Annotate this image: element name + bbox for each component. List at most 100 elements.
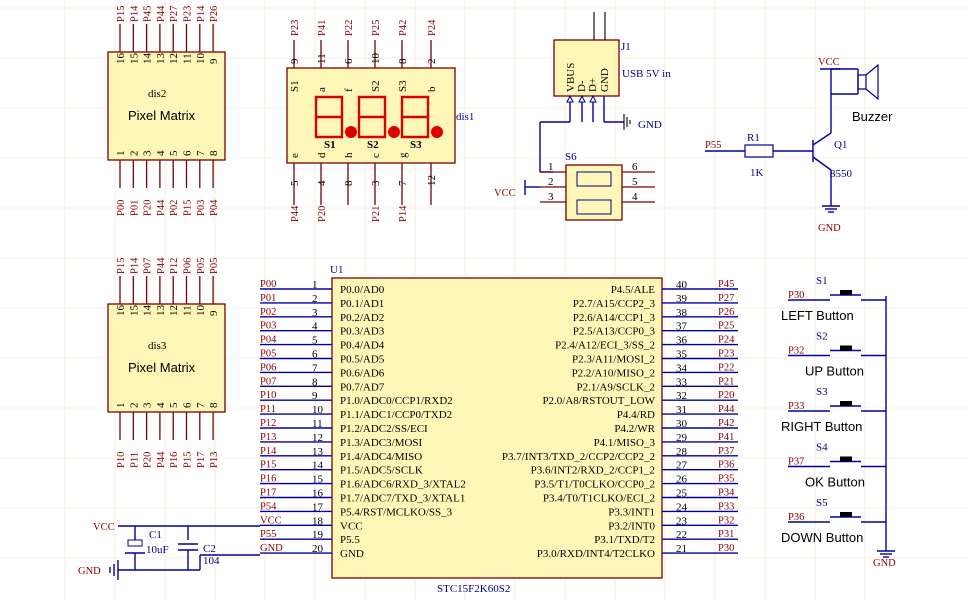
pin-number: 8 [343,180,355,186]
switch-ref: S6 [565,151,577,163]
cap-ref: C2 [203,543,216,555]
button-label: RIGHT Button [781,419,862,434]
net-label: P54 [260,501,277,512]
matrix-body [107,51,226,161]
pin-number: 11 [182,305,194,316]
pin-number: 3 [370,180,382,186]
pin-number: 15 [312,474,324,486]
pin-name: P1.1/ADC1/CCP0/TXD2 [340,409,452,421]
pin-number: 5 [289,180,301,186]
port-arrow [589,94,597,103]
net-label: P42 [718,418,734,429]
pin-label: f [343,88,355,92]
wire [812,132,832,146]
gnd-label: GND [638,119,662,131]
pin-number: 24 [676,501,688,513]
digit-segments [400,95,430,139]
net-label: P05 [196,258,207,274]
net-label: P24 [718,335,735,346]
pin-number: 28 [676,446,688,458]
button-ref: S1 [816,275,828,287]
vcc-label: VCC [494,188,516,199]
pin-number: 40 [676,279,688,291]
pin-name: P4.2/WR [614,423,655,435]
net-label: P05 [260,349,276,360]
net-label: P30 [788,290,804,301]
net-label: P20 [143,200,154,216]
pin-number: 22 [676,529,687,541]
pin-name: P3.0/RXD/INT4/T2CLKO [537,548,655,560]
pin-name: P0.1/AD1 [340,298,384,310]
button-cap [840,512,852,517]
buzzer-label: Buzzer [852,109,893,124]
pin-label: S1 [289,80,301,92]
switch-slider [576,199,612,215]
net-label: P26 [718,307,734,318]
pin-label: a [316,87,328,92]
button-cap [840,290,852,295]
pin-name: P4.1/MISO_3 [594,437,656,449]
pin-number: 32 [676,390,687,402]
pin-number: 1 [115,403,127,409]
net-label: P14 [129,257,140,274]
pin-number: 7 [195,402,207,408]
pin-number: 10 [195,305,207,317]
net-label: P02 [169,200,180,216]
button-ref: S4 [816,442,828,454]
mcu-part: STC15F2K60S2 [437,583,510,595]
pin-number: 38 [676,307,688,319]
net-label: P37 [718,446,734,457]
pin-name: P1.7/ADC7/TXD_3/XTAL1 [340,493,465,505]
pin-name: P2.6/A14/CCP1_3 [573,312,656,324]
pin-name: P5.4/RST/MCLKO/SS_3 [340,506,453,518]
pin-number: 10 [195,53,207,65]
ground-symbol [877,545,895,558]
cap-value: 104 [203,555,220,567]
pin-number: 5 [168,402,180,408]
digit-label: S1 [324,139,336,151]
net-label: P13 [209,452,220,468]
button-ref: S5 [816,497,828,509]
pin-name: P3.3/INT1 [608,506,655,518]
net-label: P20 [718,390,734,401]
switch-slider [576,171,612,187]
pin-number: 14 [142,53,154,65]
net-label: P11 [129,452,140,468]
schematic-layer: P15161P00P14152P01P45143P20P44134P44P271… [78,5,896,595]
net-label: P44 [718,404,735,415]
pin-number: 2 [312,293,318,305]
pin-number: 11 [312,418,323,430]
net-label: P21 [718,376,734,387]
net-label: P32 [718,515,734,526]
pin-number: 9 [289,58,301,64]
resistor-value: 1K [750,167,764,179]
button-ref: S3 [816,386,828,398]
pin-number: 10 [370,53,382,65]
net-label: P27 [169,6,180,22]
pin-number: 3 [142,150,154,156]
pin-number: 36 [676,335,688,347]
net-label: P55 [705,140,721,151]
pin-number: 8 [312,376,318,388]
button-label: DOWN Button [781,530,863,545]
button-label: OK Button [805,475,865,490]
net-label: P31 [718,529,734,540]
pin-name: P4.4/RD [617,409,655,421]
pin-number: 9 [312,390,318,402]
net-label: P23 [183,6,194,22]
pin-number: 5 [632,176,638,188]
net-label: P42 [398,20,409,36]
mcu-body [331,277,663,579]
gnd-label: GND [818,223,841,234]
pin-name: P0.4/AD4 [340,340,385,352]
pin-number: 4 [155,150,167,156]
pin-number: 37 [676,321,688,333]
pin-number: 12 [168,305,180,316]
button-ref: S2 [816,331,828,343]
pin-name: P2.4/A12/ECI_3/SS_2 [555,340,655,352]
matrix-name: Pixel Matrix [128,360,196,375]
net-label: GND [260,543,283,554]
matrix-ref: dis3 [148,340,167,352]
